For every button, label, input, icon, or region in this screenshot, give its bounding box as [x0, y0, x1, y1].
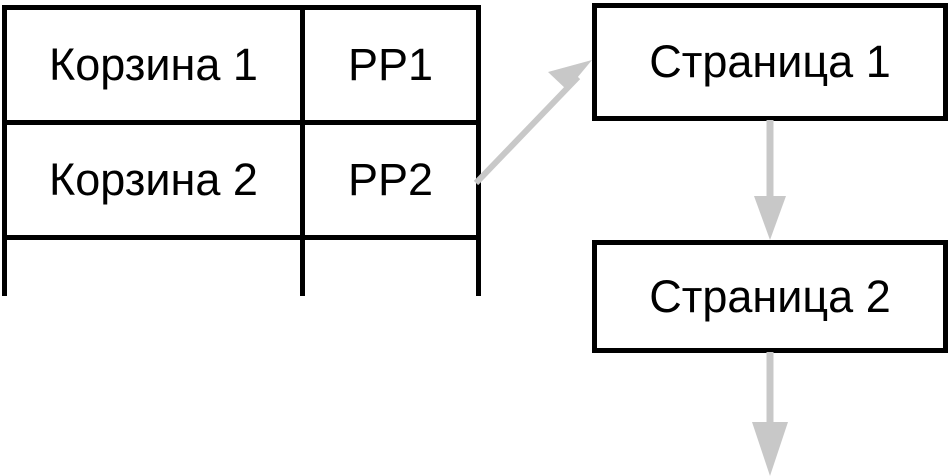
node-page-2: Страница 2	[592, 240, 948, 353]
table-row: Корзина 1 PP1	[2, 5, 481, 125]
pp-cell-2: PP2	[300, 120, 481, 240]
basket-cell-3	[2, 235, 305, 296]
basket-cell-1: Корзина 1	[2, 5, 305, 125]
arrow-page-1-to-page-2-icon	[754, 120, 786, 240]
basket-table: Корзина 1 PP1 Корзина 2 PP2	[2, 5, 481, 296]
table-row-clipped	[2, 235, 481, 296]
arrow-pp2-to-page-1-icon	[473, 60, 592, 186]
basket-cell-2: Корзина 2	[2, 120, 305, 240]
pp-cell-3	[300, 235, 481, 296]
node-page-1: Страница 1	[592, 3, 948, 121]
node-page-2-label: Страница 2	[649, 270, 891, 322]
basket-table-container: Корзина 1 PP1 Корзина 2 PP2	[2, 5, 481, 301]
table-row: Корзина 2 PP2	[2, 120, 481, 240]
node-page-1-label: Страница 1	[649, 36, 891, 87]
pp-cell-1: PP1	[300, 5, 481, 125]
arrow-page-2-to-offscreen-icon	[752, 352, 788, 476]
